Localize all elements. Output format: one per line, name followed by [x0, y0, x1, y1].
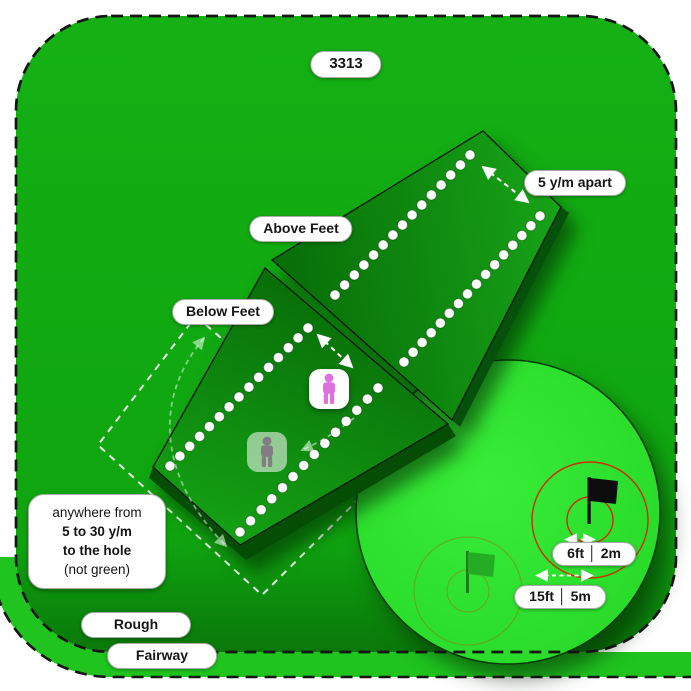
ghost-flag-icon — [466, 551, 495, 593]
below-feet-label: Below Feet — [172, 299, 274, 325]
spacing-label: 5 y/m apart — [524, 170, 626, 196]
spacing-arrow-lower — [316, 333, 354, 369]
outer-distance-label: 15ft │ 5m — [514, 585, 606, 609]
upper-mat-side — [452, 207, 569, 427]
person-icon — [309, 369, 349, 409]
fairway-label: Fairway — [107, 643, 217, 669]
note-line-3: to the hole — [62, 543, 132, 559]
rough-label: Rough — [81, 612, 191, 638]
distance-note-box: anywhere from 5 to 30 y/m to the hole (n… — [28, 494, 166, 589]
note-line-4: (not green) — [63, 562, 131, 578]
player-move-arrow — [300, 417, 355, 452]
rough-dashed-border — [14, 14, 678, 654]
note-line-1: anywhere from — [52, 505, 142, 520]
fairway-outer-dashed-edge — [0, 598, 691, 679]
above-feet-label: Above Feet — [249, 216, 353, 242]
note-line-2: 5 to 30 y/m — [62, 524, 132, 540]
inner-distance-label: 6ft │ 2m — [552, 542, 636, 566]
spacing-arrow-upper — [481, 165, 530, 204]
station-number-badge: 3313 — [310, 51, 382, 78]
flag-icon — [587, 477, 618, 524]
ghost-person-icon — [247, 432, 287, 472]
